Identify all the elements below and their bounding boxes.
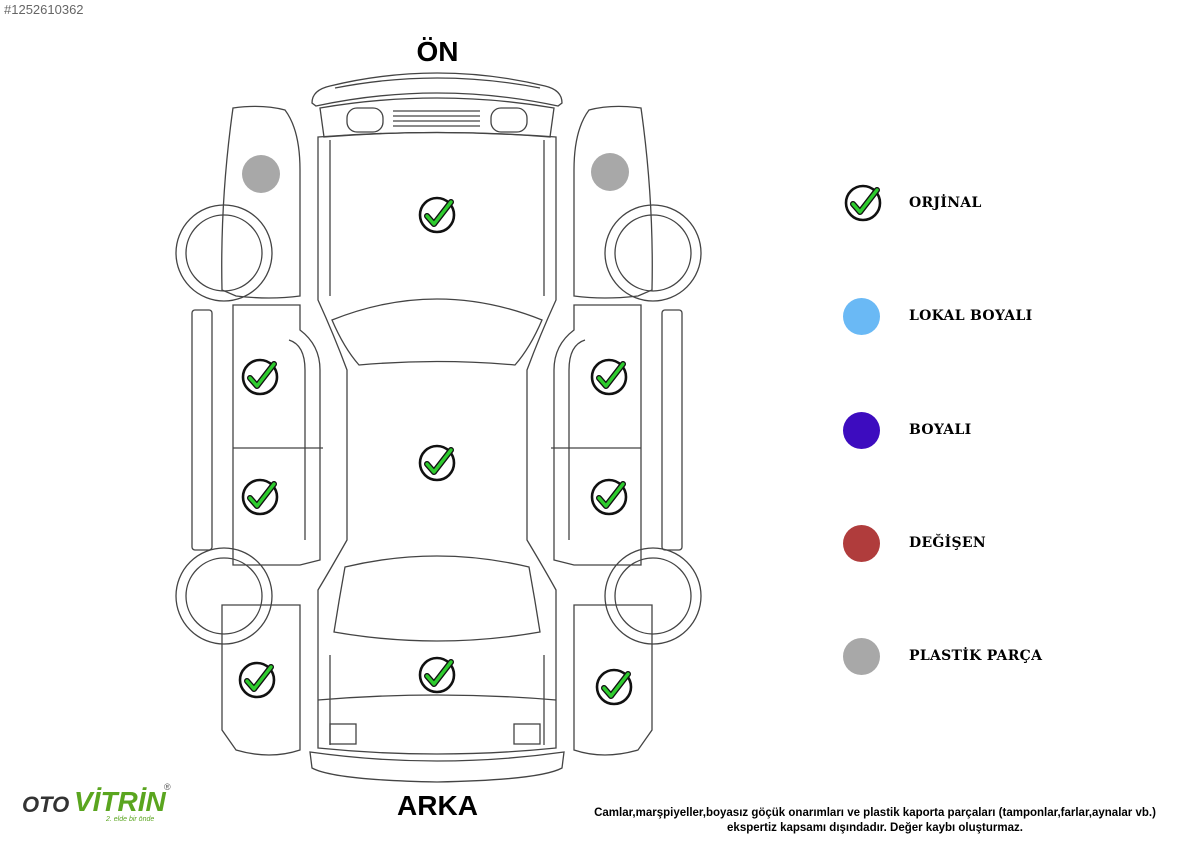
legend-label: ORJİNAL <box>909 195 982 211</box>
legend-label: DEĞİŞEN <box>909 535 986 551</box>
legend-dot-red <box>843 524 880 562</box>
rear-bumper <box>309 751 565 783</box>
legend-dot-light-blue <box>843 297 880 335</box>
logo-tagline: 2. elde bir önde <box>106 816 155 823</box>
check-icon <box>844 184 882 222</box>
right-front-fender <box>573 105 653 299</box>
legend-item-plastic: PLASTİK PARÇA <box>843 636 1042 676</box>
left-rear-fender <box>221 604 301 756</box>
legend-label: BOYALI <box>909 422 972 438</box>
left-side-skirt <box>191 309 213 551</box>
right-front-fender-plastic-dot <box>591 153 629 191</box>
front-bumper <box>311 72 563 107</box>
legend-dot-purple <box>843 411 880 449</box>
logo-oto: OTO <box>22 792 70 817</box>
right-rear-fender <box>573 604 653 756</box>
legend-item-painted: BOYALI <box>843 410 971 450</box>
logo-vitrin: VİTRİN <box>74 786 166 817</box>
legend-item-replaced: DEĞİŞEN <box>843 523 986 563</box>
listing-id: #1252610362 <box>4 2 84 17</box>
registered-mark: ® <box>164 782 171 792</box>
right-side-skirt <box>661 309 683 551</box>
right-rear-door-check-icon <box>592 480 626 514</box>
right-rear-fender-check-icon <box>597 670 631 704</box>
back-label: ARKA <box>397 790 478 821</box>
legend-dot-gray <box>843 637 880 675</box>
left-rear-door-check-icon <box>243 480 277 514</box>
trunk-check-icon <box>420 658 454 692</box>
left-doors <box>232 304 321 566</box>
rear-window <box>333 555 541 642</box>
car-body <box>317 131 557 755</box>
legend-item-original: ORJİNAL <box>843 183 982 223</box>
legend-label: LOKAL BOYALI <box>909 308 1033 324</box>
left-front-fender <box>221 105 301 299</box>
left-front-fender-plastic-dot <box>242 155 280 193</box>
right-front-door-check-icon <box>592 360 626 394</box>
disclaimer-line-2: ekspertiz kapsamı dışındadır. Değer kayb… <box>727 822 1023 834</box>
front-label: ÖN <box>416 36 459 67</box>
legend-item-local-painted: LOKAL BOYALI <box>843 296 1032 336</box>
roof-check-icon <box>420 446 454 480</box>
legend-label: PLASTİK PARÇA <box>909 648 1043 664</box>
windshield <box>331 298 543 366</box>
car-outline <box>175 72 702 783</box>
disclaimer: Camlar,marşpiyeller,boyasız göçük onarım… <box>575 806 1175 836</box>
right-doors <box>553 304 642 566</box>
disclaimer-line-1: Camlar,marşpiyeller,boyasız göçük onarım… <box>594 807 1156 819</box>
otovitrin-logo: OTO VİTRİN 2. elde bir önde ® <box>22 782 182 828</box>
grille <box>319 97 555 138</box>
hood-check-icon <box>420 198 454 232</box>
left-rear-fender-check-icon <box>240 663 274 697</box>
left-front-door-check-icon <box>243 360 277 394</box>
